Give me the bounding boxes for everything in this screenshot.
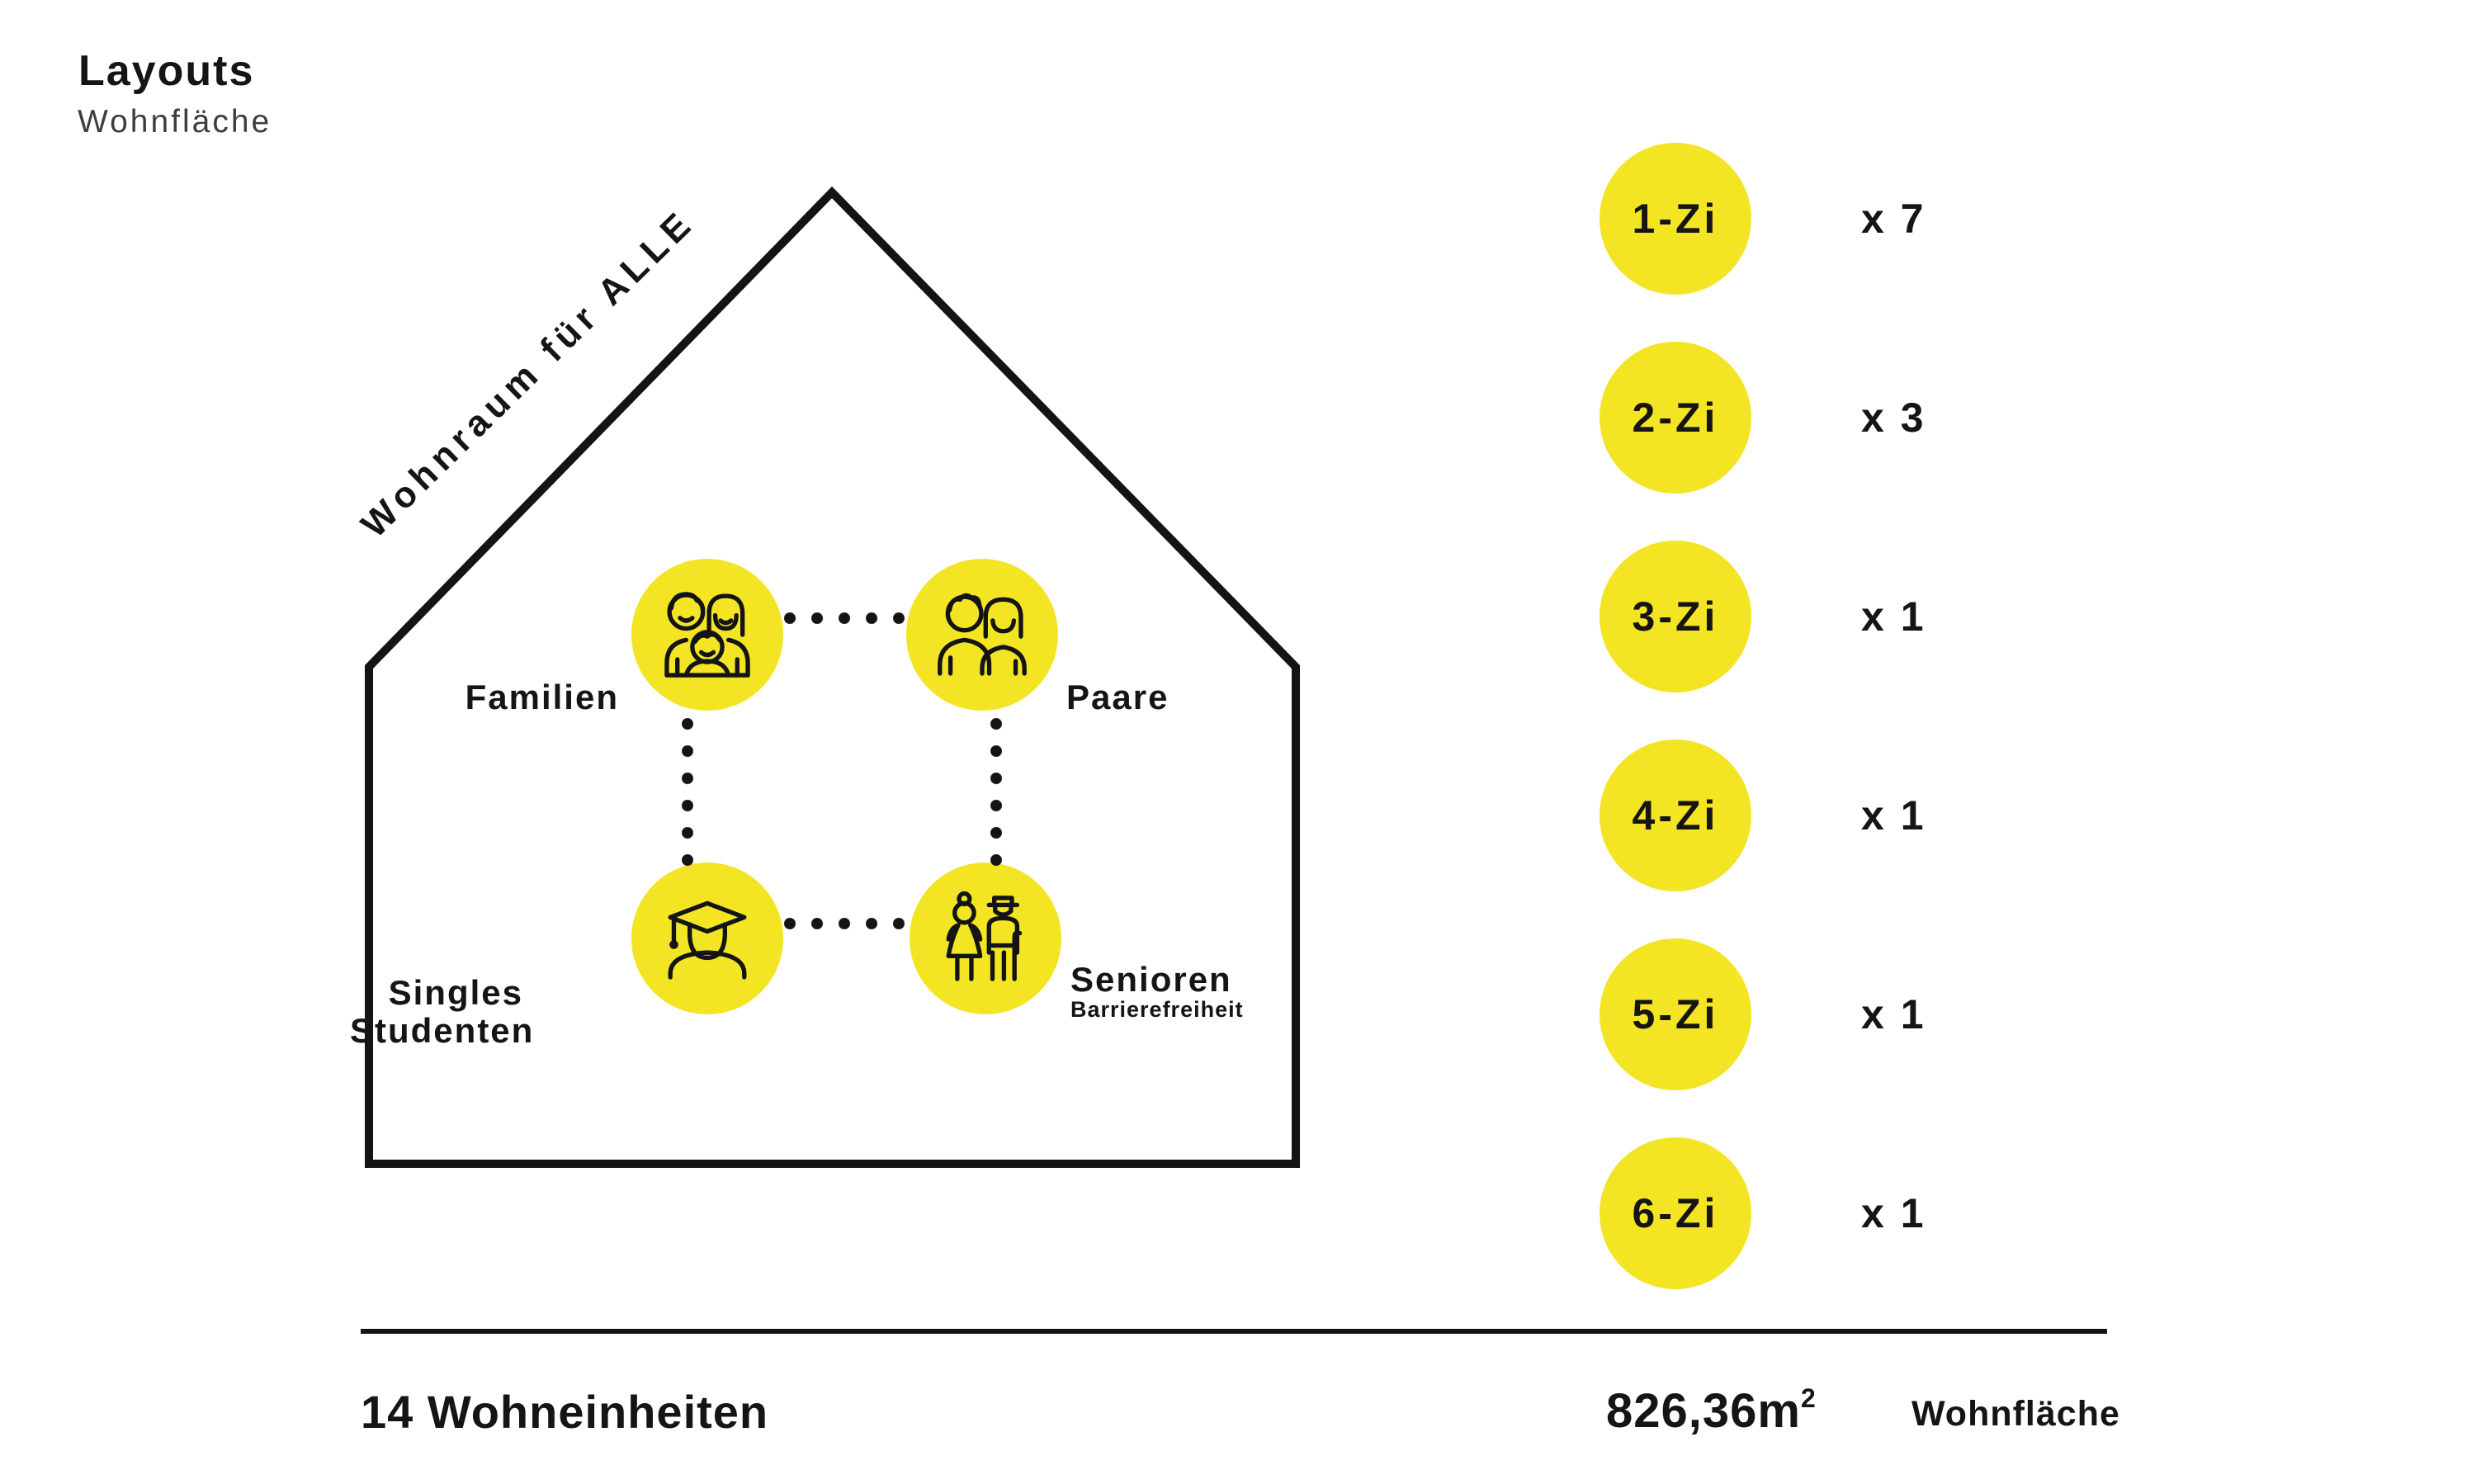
singles-circle [631, 863, 783, 1014]
family-icon [664, 592, 750, 678]
total-units-label: 14 Wohneinheiten [361, 1386, 769, 1438]
unit-circle-6zi: 6-Zi [1599, 1137, 1751, 1289]
unit-circle-1zi: 1-Zi [1599, 143, 1751, 295]
couple-icon [938, 593, 1027, 676]
dots-connector-left [682, 718, 693, 867]
unit-circle-2zi: 2-Zi [1599, 342, 1751, 494]
unit-count-1zi: x 7 [1861, 196, 1926, 242]
unit-room-label: 4-Zi [1632, 792, 1719, 839]
unit-circle-3zi: 3-Zi [1599, 541, 1751, 692]
families-label: Familien [465, 678, 619, 716]
singles-label-line2: Studenten [350, 1011, 535, 1050]
unit-room-label: 2-Zi [1632, 395, 1719, 441]
unit-room-label: 1-Zi [1632, 196, 1719, 242]
summary-divider [361, 1329, 2107, 1334]
couples-label: Paare [1066, 678, 1169, 716]
area-number: 826,36m [1606, 1384, 1801, 1438]
unit-count-6zi: x 1 [1861, 1190, 1926, 1236]
graduate-icon [668, 900, 747, 980]
unit-circle-4zi: 4-Zi [1599, 740, 1751, 891]
total-area-caption: Wohnfläche [1911, 1394, 2120, 1434]
page-title: Layouts [78, 47, 255, 95]
families-circle [631, 559, 783, 711]
unit-count-4zi: x 1 [1861, 792, 1926, 839]
singles-label-line1: Singles [388, 973, 523, 1012]
unit-room-label: 3-Zi [1632, 593, 1719, 640]
couples-circle [906, 559, 1058, 711]
dots-connector-right [990, 718, 1002, 867]
elderly-couple-icon [946, 891, 1023, 981]
seniors-circle [910, 863, 1061, 1014]
unit-count-3zi: x 1 [1861, 593, 1926, 640]
unit-count-5zi: x 1 [1861, 991, 1926, 1037]
unit-room-label: 5-Zi [1632, 991, 1719, 1037]
unit-room-label: 6-Zi [1632, 1190, 1719, 1236]
seniors-label: Senioren [1070, 960, 1232, 999]
seniors-sublabel: Barrierefreiheit [1070, 997, 1244, 1022]
unit-circle-5zi: 5-Zi [1599, 938, 1751, 1090]
unit-count-2zi: x 3 [1861, 395, 1926, 441]
dots-connector-top [784, 612, 905, 624]
dots-connector-bottom [784, 918, 905, 929]
total-area-value: 826,36m2 [1606, 1383, 1816, 1439]
page-subtitle: Wohnfläche [78, 104, 272, 139]
area-superscript: 2 [1800, 1383, 1816, 1413]
